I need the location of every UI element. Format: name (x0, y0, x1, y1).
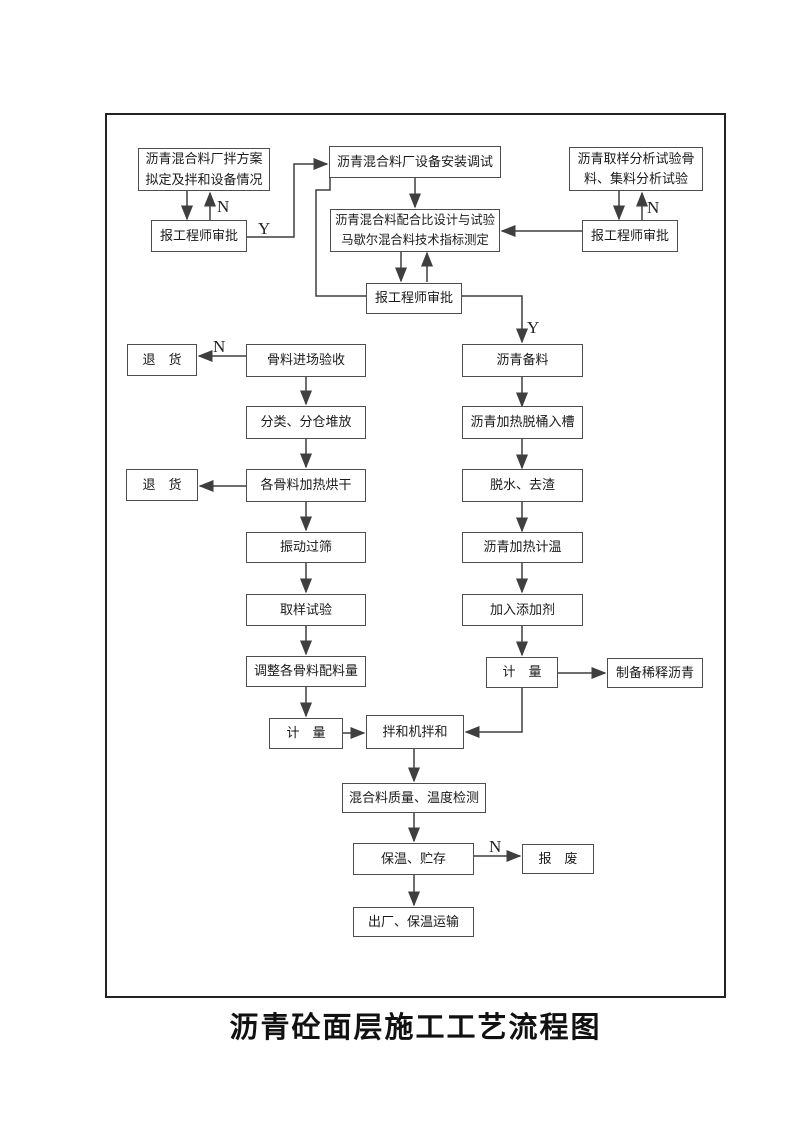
arrow-weighright-to-mixer (464, 688, 523, 738)
node-heat-dry: 各骨料加热烘干 (246, 469, 366, 502)
label-plan-n: N (217, 197, 230, 216)
node-mixer-mix: 拌和机拌和 (366, 715, 464, 749)
node-leave-transport: 出厂、保温运输 (353, 907, 474, 937)
node-approve-right: 报工程师审批 (582, 220, 678, 252)
node-heat-debucket: 沥青加热脱桶入槽 (462, 406, 583, 439)
node-install-debug: 沥青混合料厂设备安装调试 (329, 146, 501, 178)
node-classify-stack: 分类、分仓堆放 (246, 406, 366, 439)
label-design-y: Y (527, 318, 540, 337)
node-weigh-right: 计 量 (486, 657, 558, 688)
label-sampling-n: N (647, 198, 660, 217)
node-quality-temp-check: 混合料质量、温度检测 (342, 783, 486, 813)
label-plan-y: Y (258, 219, 271, 238)
node-vibrate-sieve: 振动过筛 (246, 532, 366, 563)
node-heat-temp: 沥青加热计温 (462, 532, 583, 563)
node-sampling-test: 沥青取样分析试验骨 料、集料分析试验 (569, 147, 703, 191)
node-plan: 沥青混合料厂拌方案 拟定及拌和设备情况 (138, 148, 270, 191)
node-return-2: 退 货 (126, 469, 198, 501)
node-sample-test: 取样试验 (246, 594, 366, 626)
node-asphalt-prepare: 沥青备料 (462, 344, 583, 377)
node-approve-left: 报工程师审批 (151, 220, 247, 252)
node-dilute-asphalt: 制备稀释沥青 (607, 658, 703, 688)
diagram-title: 沥青砼面层施工工艺流程图 (229, 1012, 602, 1044)
node-approve-mid: 报工程师审批 (366, 283, 462, 314)
node-weigh-left: 计 量 (269, 718, 343, 749)
line-install-to-approvemid (315, 178, 366, 297)
node-keep-warm-store: 保温、贮存 (353, 843, 474, 875)
label-storage-n: N (489, 837, 502, 856)
node-add-additive: 加入添加剂 (462, 594, 583, 626)
node-adjust-batch: 调整各骨料配料量 (246, 656, 366, 687)
node-scrap: 报 废 (522, 844, 594, 874)
node-mix-design: 沥青混合料配合比设计与试验 马歇尔混合料技术指标测定 (330, 209, 500, 252)
arrow-approvemid-to-asphalt-y (462, 295, 528, 344)
node-aggregate-accept: 骨料进场验收 (246, 344, 366, 377)
node-return-1: 退 货 (127, 344, 197, 376)
label-aggregate-n: N (213, 337, 226, 356)
node-dewater-slag: 脱水、去渣 (462, 469, 583, 502)
arrow-approveleft-to-install-y (247, 158, 329, 238)
